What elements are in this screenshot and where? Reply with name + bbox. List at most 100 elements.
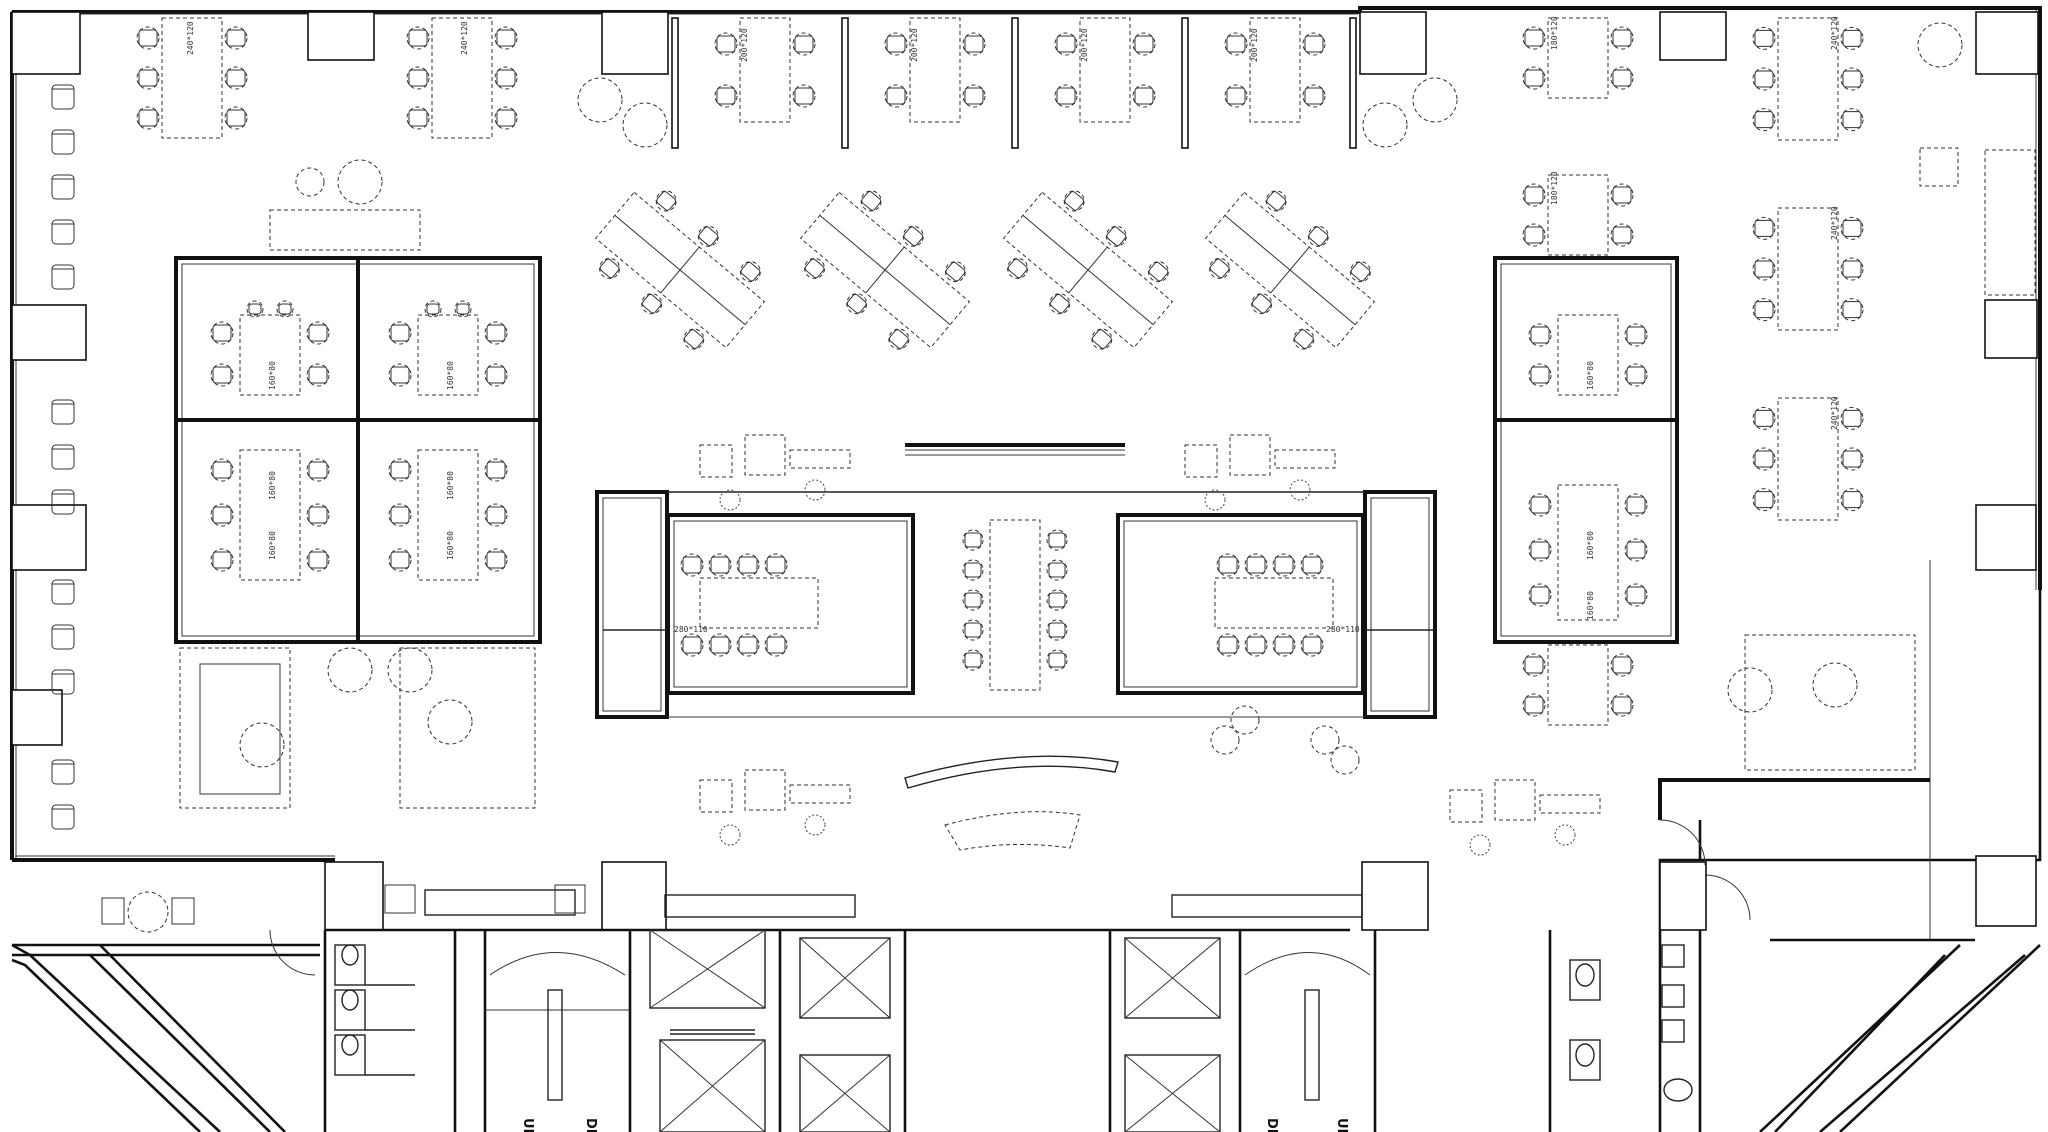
chair [962,649,984,671]
chair [494,106,518,130]
perimeter-chair [51,669,75,695]
table-label: 200*120 [1250,28,1259,62]
chair [224,26,248,50]
table-label: 160*80 [268,471,277,500]
meeting-table [161,17,223,139]
chair [792,32,816,56]
meeting-table [1777,207,1839,331]
table-label: 160*80 [268,361,277,390]
chair [1046,619,1068,641]
chair [388,548,412,572]
chair [655,190,677,212]
lounge-sofa [399,647,536,809]
perimeter-chair [51,579,75,605]
chair [494,66,518,90]
chair [714,84,738,108]
chair [888,328,910,350]
chair [1046,589,1068,611]
stair-down-label: DN [1264,1118,1279,1132]
armchair [101,897,125,925]
table-labels: 240*120 240*120 200*120 200*120 200*120 … [186,16,1839,1132]
chair [680,633,704,657]
table [1214,577,1334,629]
chair [1840,26,1864,50]
chair [406,26,430,50]
chair [1132,84,1156,108]
chair [1752,108,1776,132]
chair [1244,553,1268,577]
side-table [295,167,325,197]
chair [1307,225,1329,247]
chair [1522,66,1546,90]
table [239,449,301,581]
chair [962,529,984,551]
chair [1840,447,1864,471]
chair [641,293,663,315]
chair [388,321,412,345]
chair [1840,257,1864,281]
workstation-cluster [799,190,971,350]
chair [1105,225,1127,247]
meeting-table [1547,174,1609,256]
chair [1293,328,1315,350]
perimeter-chair [51,444,75,470]
chair [306,321,330,345]
armchair [337,159,383,205]
chair [1209,257,1231,279]
table-label: 200*120 [910,28,919,62]
cafe-table-group [699,769,851,846]
structural-columns [11,11,2039,931]
stair-down-label: DN [583,1118,598,1132]
chair [1610,693,1634,717]
chair [962,589,984,611]
chair [1147,261,1169,283]
chair [1522,653,1546,677]
chair [1046,559,1068,581]
chair [406,106,430,130]
chair [1840,67,1864,91]
armchair [577,77,623,123]
chair [1063,190,1085,212]
table-label: 200*120 [740,28,749,62]
meeting-table [909,17,961,123]
furniture [101,17,2036,933]
chair [210,321,234,345]
chair [136,26,160,50]
stool [1330,745,1360,775]
chair [484,548,508,572]
chair [306,363,330,387]
chair [1610,183,1634,207]
chair [1522,183,1546,207]
chair [1302,84,1326,108]
chair [406,66,430,90]
table [239,314,301,396]
chair [306,458,330,482]
center-conference-rooms [595,490,1437,719]
table-label: 200*120 [1080,28,1089,62]
chair [846,293,868,315]
table [417,449,479,581]
chair [306,548,330,572]
table-label: 240*120 [460,21,469,55]
workstation-cluster [594,190,766,350]
chair [1046,649,1068,671]
chair [388,503,412,527]
chair [454,300,472,318]
chair [136,106,160,130]
cafe-table-group [1184,434,1336,511]
chair [804,257,826,279]
chair [1132,32,1156,56]
chair [388,363,412,387]
lounge-sofa [179,647,291,809]
chair [1302,32,1326,56]
chair [962,559,984,581]
perimeter-chair [51,264,75,290]
chair [1610,66,1634,90]
armchair [171,897,195,925]
stair-up-label: UP [520,1118,535,1132]
perimeter-chair [51,219,75,245]
perimeter-chair [51,129,75,155]
chair [1610,223,1634,247]
side-table [1812,662,1858,708]
